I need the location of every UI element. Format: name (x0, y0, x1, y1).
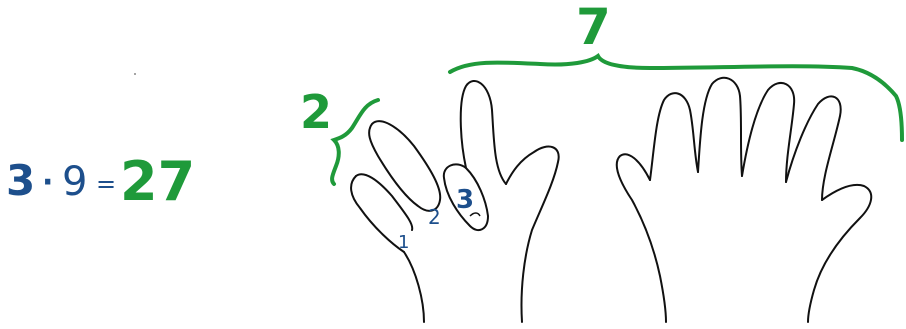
right-hand-outer-edge (808, 185, 871, 322)
finger-label-1: 1 (398, 232, 409, 253)
top-brace (450, 56, 902, 140)
left-hand-finger-1-inner (356, 174, 412, 230)
finger-labels: 1 2 3 (398, 185, 480, 253)
equation-dot: · (42, 165, 53, 200)
left-brace-group: 2 (300, 85, 378, 184)
right-hand-finger-1 (650, 93, 698, 180)
equation-factor-a: 3 (6, 156, 35, 205)
equation: 3 · 9 = 27 (6, 150, 195, 213)
stray-dot (134, 73, 136, 75)
equation-equals: = (96, 170, 116, 198)
right-hand-finger-3 (742, 83, 794, 182)
left-hand-palm (404, 252, 424, 322)
left-hand-finger-2 (369, 121, 440, 211)
right-hand-finger-2 (698, 78, 742, 176)
finger-label-3: 3 (456, 185, 474, 215)
equation-factor-b: 9 (62, 159, 87, 205)
equation-result: 27 (120, 150, 195, 213)
right-hand-thumb (617, 154, 666, 322)
top-brace-group: 7 (450, 0, 902, 140)
finger-label-2: 2 (428, 205, 441, 229)
left-hand-thumb (506, 147, 559, 322)
left-hand-finger-1 (351, 176, 404, 252)
top-brace-label: 7 (576, 0, 611, 56)
left-hand (351, 81, 559, 322)
left-brace-label: 2 (300, 85, 332, 139)
right-hand (617, 78, 871, 322)
